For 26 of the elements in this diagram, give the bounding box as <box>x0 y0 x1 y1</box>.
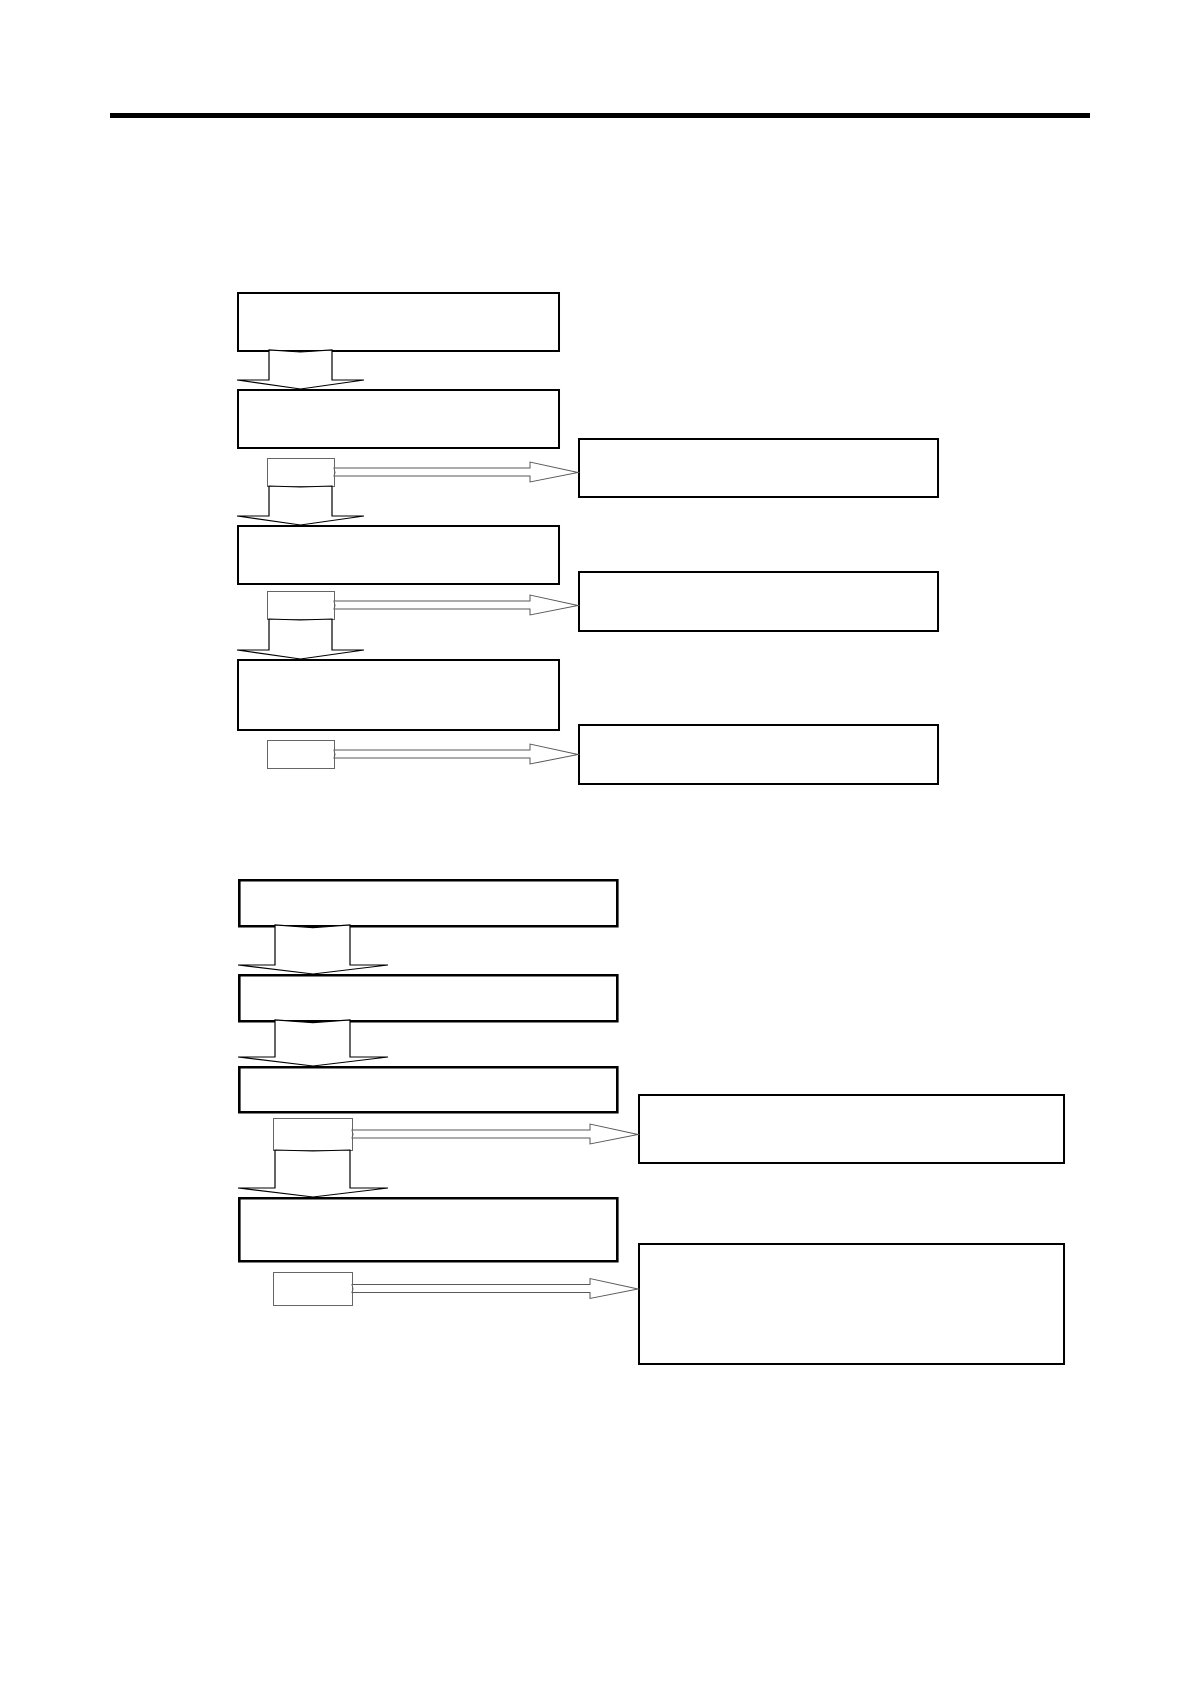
block-arrow <box>237 1149 389 1198</box>
process-box <box>237 659 560 731</box>
process-box <box>578 724 939 785</box>
block-arrow <box>237 1019 389 1067</box>
block-arrow <box>236 349 365 390</box>
process-box <box>578 438 939 498</box>
tab-box <box>273 1272 353 1306</box>
process-box <box>638 1094 1065 1164</box>
arrow <box>351 1278 639 1299</box>
process-box <box>638 1243 1065 1365</box>
process-box <box>238 974 619 1023</box>
block-arrow <box>236 618 365 660</box>
process-box <box>238 1197 619 1263</box>
arrow <box>333 743 579 765</box>
block-arrow <box>236 485 365 526</box>
process-box <box>238 879 619 928</box>
process-box <box>237 525 560 585</box>
process-box <box>237 389 560 449</box>
block-arrow <box>237 924 389 975</box>
process-box <box>237 292 560 352</box>
tab-box <box>267 740 335 769</box>
process-box <box>238 1066 619 1114</box>
process-box <box>578 571 939 632</box>
arrow <box>351 1123 639 1145</box>
arrow <box>333 594 579 616</box>
arrow <box>333 461 579 483</box>
